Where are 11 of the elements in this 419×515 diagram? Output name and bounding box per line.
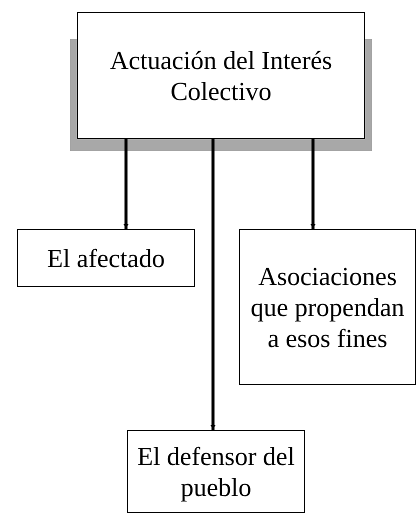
arrow [124, 139, 128, 229]
box-label: Actuación del Interés Colectivo [108, 44, 334, 106]
box-label: Asociaciones que propendan a esos fines [250, 260, 406, 354]
process-box [77, 12, 365, 139]
process-box [127, 430, 305, 513]
process-box [17, 229, 195, 287]
box-label: El afectado [47, 242, 165, 274]
arrow [310, 139, 316, 229]
process-box [239, 229, 416, 385]
arrow [210, 139, 216, 430]
box-label: El defensor del pueblo [136, 440, 296, 502]
